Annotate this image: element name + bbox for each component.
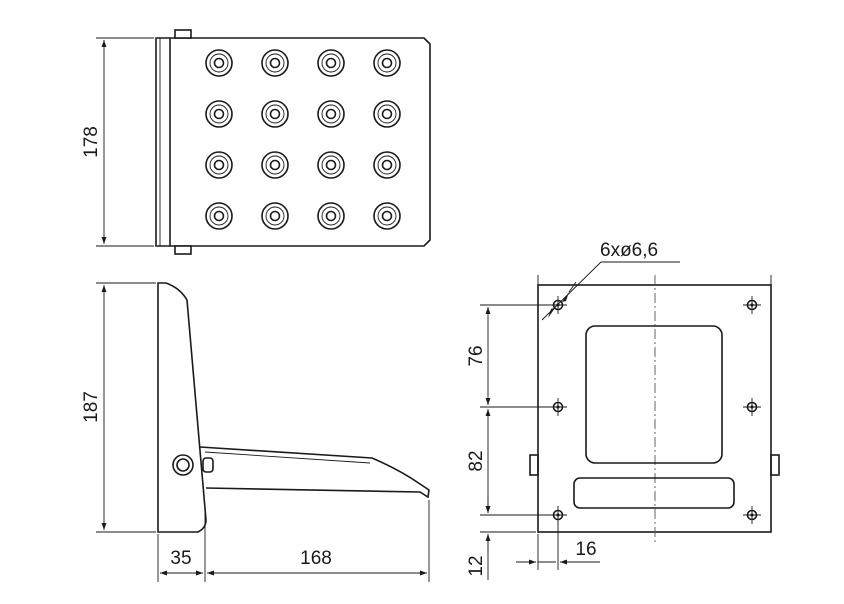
roller <box>373 100 401 128</box>
roller <box>261 202 289 230</box>
dimension-side-height: 187 <box>81 282 156 533</box>
roller <box>261 100 289 128</box>
roller <box>317 202 345 230</box>
roller <box>205 202 233 230</box>
top-view <box>155 29 431 255</box>
holes-spec-label: 6xø6,6 <box>600 240 658 261</box>
dimension-side-depth: 35 168 <box>157 500 430 582</box>
dimension-top-height: 178 <box>81 37 154 247</box>
roller <box>373 151 401 179</box>
side-height-label: 187 <box>81 391 102 423</box>
roller <box>261 49 289 77</box>
roller <box>317 100 345 128</box>
roller <box>205 100 233 128</box>
roller <box>317 49 345 77</box>
spacing-upper-label: 76 <box>466 345 487 366</box>
roller <box>205 49 233 77</box>
dimension-side-offset: 16 <box>516 520 600 570</box>
roller <box>373 202 401 230</box>
depth-b-label: 168 <box>300 548 332 569</box>
roller-grid <box>205 49 401 230</box>
bottom-offset-label: 12 <box>466 555 487 576</box>
spacing-lower-label: 82 <box>466 450 487 471</box>
depth-a-label: 35 <box>170 548 191 569</box>
roller <box>317 151 345 179</box>
side-view <box>157 282 430 533</box>
dimension-hole-spacing: 76 82 12 <box>466 304 555 580</box>
side-offset-label: 16 <box>575 539 596 560</box>
top-height-label: 178 <box>81 126 102 158</box>
back-view <box>529 275 780 542</box>
hole-callout: 6xø6,6 <box>541 240 680 321</box>
roller <box>261 151 289 179</box>
roller <box>205 151 233 179</box>
roller <box>373 49 401 77</box>
